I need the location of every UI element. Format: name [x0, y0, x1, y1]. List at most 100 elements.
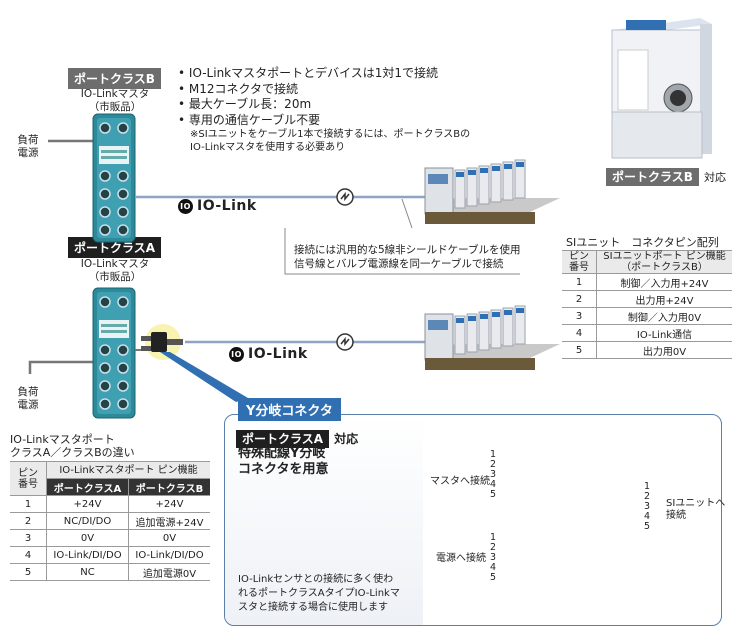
y-connector-tag: Y分岐コネクタ — [238, 398, 341, 421]
cable-note-bracket — [284, 228, 520, 275]
product-class-suffix: 対応 — [704, 171, 727, 184]
to-master-label: マスタへ接続 — [430, 476, 490, 487]
power-pin-numbers: 1 2 3 4 5 — [490, 533, 496, 583]
bullet-item: • 専用の通信ケーブル不要 — [178, 112, 321, 127]
master-head-func: IO-Linkマスタポート ピン機能 — [46, 461, 210, 479]
valve-manifold-b — [424, 159, 560, 224]
func-cell: 制御／入力用+24V — [596, 273, 732, 291]
class-a-cell: NC — [45, 563, 129, 581]
pin-number: 1 — [490, 449, 497, 460]
class-b-cell: 追加電源0V — [128, 563, 210, 581]
to-power-label: 電源へ接続 — [436, 553, 486, 564]
master-a-sub-text: （市販品） — [88, 271, 142, 283]
master-pin-numbers: 1 2 3 4 5 — [490, 450, 496, 500]
io-link-master-b-device — [92, 113, 136, 243]
y-class-label: ポートクラスA 対応 — [236, 428, 359, 448]
si-head-pin: ピン 番号 — [562, 250, 597, 274]
bullet-item: • IO-Linkマスタポートとデバイスは1対1で接続 — [178, 66, 439, 80]
class-b-cell: 追加電源+24V — [128, 512, 210, 530]
master-a-name: IO-Linkマスタ （市販品） — [72, 258, 158, 284]
product-class-tag: ポートクラスB — [606, 168, 699, 186]
func-cell: 出力用0V — [596, 341, 732, 359]
pin-cell: 2 — [10, 512, 47, 530]
y-panel-pointer — [160, 352, 248, 402]
bullet-text: 専用の通信ケーブル不要 — [188, 112, 321, 127]
pin-number: 5 — [490, 572, 497, 583]
cable-note: 接続には汎用的な5線非シールドケーブルを使用 信号線とバルブ電源線を同一ケーブル… — [294, 244, 521, 270]
func-cell: 制御／入力用0V — [596, 307, 732, 325]
feature-bullets: • IO-Linkマスタポートとデバイスは1対1で接続 • M12コネクタで接続… — [178, 66, 518, 154]
cable-joint-icon-a — [336, 333, 354, 351]
class-b-cell: +24V — [128, 495, 210, 513]
class-b-cell: 0V — [128, 529, 210, 547]
io-link-mark-icon: IO — [229, 346, 244, 362]
master-b-name-text: IO-Linkマスタ — [80, 88, 150, 100]
pin-number: 1 — [490, 532, 497, 543]
pin-number: 2 — [490, 542, 497, 553]
pin-cell: 2 — [562, 290, 597, 308]
bullet-note: ※SIユニットをケーブル1本で接続するには、ポートクラスBの IO-Linkマス… — [190, 129, 471, 153]
master-table-title: IO-Linkマスタポート クラスA／クラスBの違い — [10, 433, 135, 459]
y-connector-panel — [224, 414, 722, 626]
pin-number: 2 — [490, 459, 497, 470]
si-pin-numbers: 1 2 3 4 5 — [644, 482, 650, 532]
io-link-mark-icon: IO — [178, 198, 193, 214]
bullet-text: M12コネクタで接続 — [188, 81, 299, 96]
class-a-cell: 0V — [45, 529, 129, 547]
master-head-class-b: ポートクラスB — [128, 478, 210, 496]
io-link-text-a: IO-Link — [248, 346, 308, 362]
pin-number: 3 — [490, 469, 497, 480]
pin-cell: 5 — [10, 563, 47, 581]
pin-cell: 4 — [10, 546, 47, 564]
master-b-name: IO-Linkマスタ （市販品） — [72, 88, 158, 114]
product-class-label: ポートクラスB 対応 — [606, 166, 727, 186]
y-connector-highlight — [141, 324, 183, 360]
class-a-cell: IO-Link/DI/DO — [45, 546, 129, 564]
master-head-pin: ピン 番号 — [10, 461, 47, 496]
pin-cell: 5 — [562, 341, 597, 359]
master-pin-table: ピン 番号 IO-Linkマスタポート ピン機能 ポートクラスA ポートクラスB… — [10, 461, 210, 581]
master-a-name-text: IO-Linkマスタ — [80, 258, 150, 270]
pin-cell: 3 — [10, 529, 47, 547]
pin-number: 5 — [490, 489, 497, 500]
class-a-cell: NC/DI/DO — [45, 512, 129, 530]
load-line-a — [28, 360, 95, 374]
port-class-a-tag: ポートクラスA — [68, 237, 162, 258]
class-a-cell: +24V — [45, 495, 129, 513]
y-class-suffix: 対応 — [334, 432, 359, 446]
master-head-class-a: ポートクラスA — [45, 478, 129, 496]
y-description: IO-Linkセンサとの接続に多く使わ れるポートクラスAタイプIO-Linkマ… — [238, 574, 400, 613]
table-row: 1+24V+24V — [10, 495, 210, 513]
pin-cell: 1 — [562, 273, 597, 291]
si-head-func: SIユニットポート ピン機能 （ポートクラスB） — [596, 250, 732, 274]
pin-cell: 4 — [562, 324, 597, 342]
pin-number: 4 — [490, 479, 497, 490]
cable-joint-icon-b — [336, 188, 354, 206]
io-link-master-a-device — [92, 287, 136, 419]
bullet-item: • 最大ケーブル長：20m — [178, 97, 312, 111]
si-table-title: SIユニット コネクタピン配列 — [566, 236, 719, 249]
load-power-a: 負荷 電源 — [17, 386, 39, 411]
pin-cell: 1 — [10, 495, 47, 513]
pin-number: 2 — [644, 491, 651, 502]
pin-number: 1 — [644, 481, 651, 492]
pin-number: 5 — [644, 521, 651, 532]
to-si-label: SIユニットへ 接続 — [666, 498, 726, 521]
pin-number: 4 — [644, 511, 651, 522]
valve-manifold-a — [424, 305, 560, 370]
bullet-text: IO-Linkマスタポートとデバイスは1対1で接続 — [188, 66, 439, 80]
io-link-text-b: IO-Link — [197, 198, 257, 214]
func-cell: 出力用+24V — [596, 290, 732, 308]
si-unit-product-image — [611, 18, 712, 159]
bullet-item: • M12コネクタで接続 — [178, 81, 299, 96]
